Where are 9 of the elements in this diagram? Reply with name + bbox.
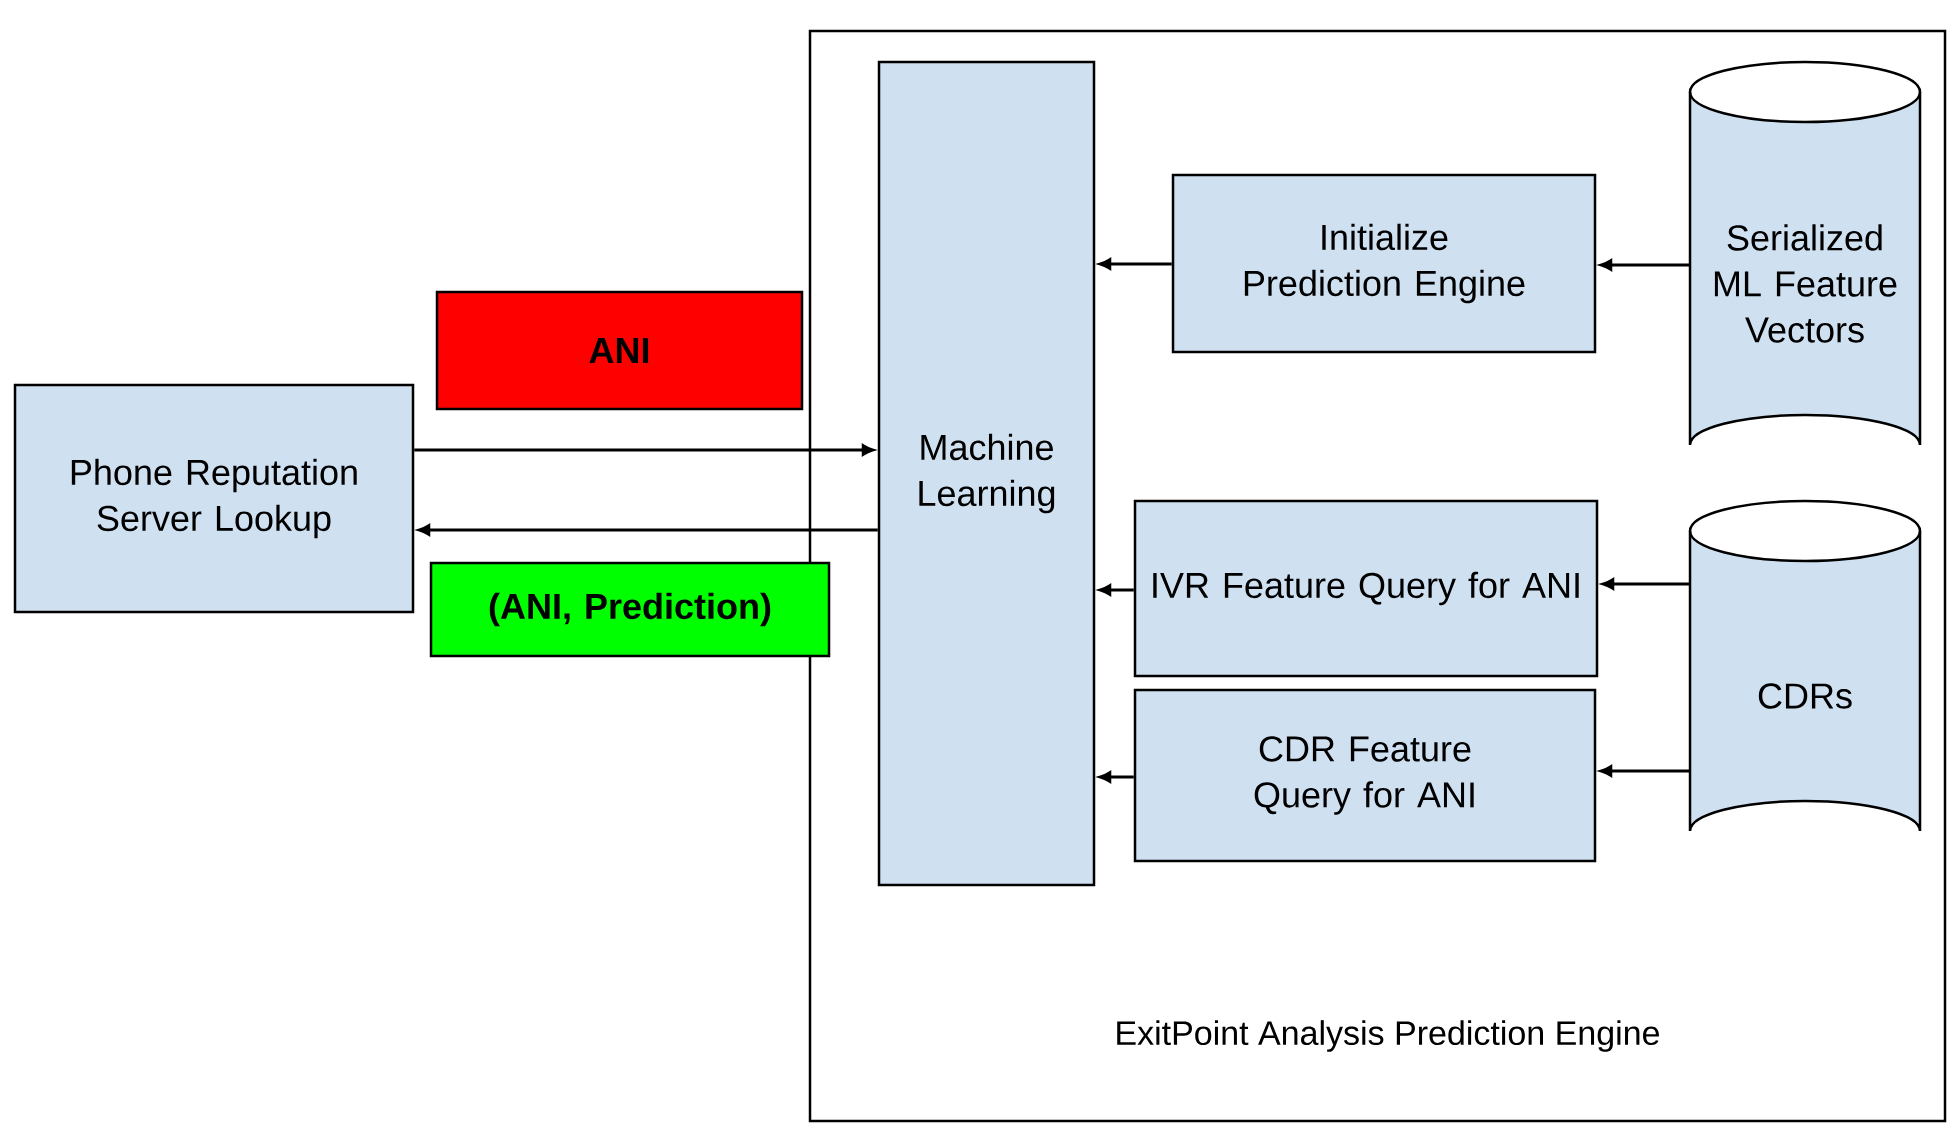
process-box: Machine Learning bbox=[877, 60, 1096, 887]
process-box: CDR Feature Query for ANI bbox=[1133, 688, 1597, 863]
message-box: ANI bbox=[435, 290, 804, 411]
process-box: Initialize Prediction Engine bbox=[1171, 173, 1597, 354]
database-cylinder: CDRs bbox=[1688, 499, 1922, 833]
process-box: IVR Feature Query for ANI bbox=[1133, 499, 1599, 678]
message-box: (ANI, Prediction) bbox=[429, 561, 831, 658]
database-cylinder: Serialized ML Feature Vectors bbox=[1688, 60, 1922, 447]
process-box: Phone Reputation Server Lookup bbox=[13, 383, 415, 614]
